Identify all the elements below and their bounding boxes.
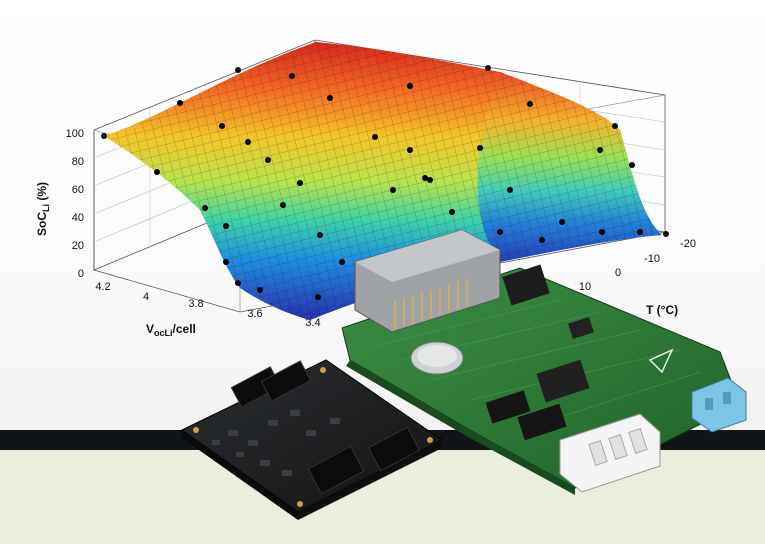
y-axis-label: T (°C) [646,303,678,317]
x-tick: 3.8 [188,298,203,310]
x-axis-ticks: 4.2 4 3.8 3.6 3.4 [95,281,320,329]
y-tick: -20 [680,238,696,250]
y-tick: -10 [644,253,660,265]
y-axis-ticks: -20 -10 0 10 [579,238,696,293]
x-tick: 4 [143,291,149,303]
blue-connector [691,377,747,433]
z-axis-label: SoCLi (%) [35,182,51,236]
gray-connector [354,229,501,333]
z-tick: 0 [78,268,84,280]
measurement-points [101,65,669,300]
x-tick: 3.6 [247,308,262,320]
z-tick: 100 [66,128,84,140]
z-tick: 80 [72,156,84,168]
z-tick: 20 [72,240,84,252]
y-tick: 10 [579,281,591,293]
z-tick: 40 [72,212,84,224]
x-tick: 4.2 [95,281,110,293]
z-tick: 60 [72,184,84,196]
x-axis-label: VocLi/cell [146,322,196,338]
white-connector [559,413,661,493]
green-pcb-board [341,229,747,495]
x-tick: 3.4 [305,317,320,329]
black-pcb-module [181,359,443,520]
z-axis-ticks: 100 80 60 40 20 0 [66,128,84,280]
y-tick: 0 [615,267,621,279]
soc-surface [104,42,662,320]
